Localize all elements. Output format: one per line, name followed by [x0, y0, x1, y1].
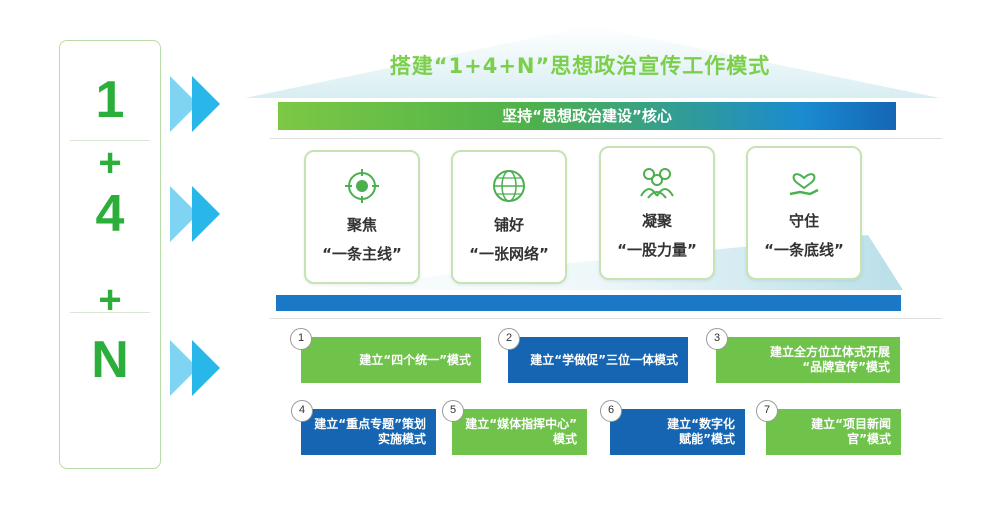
model-number: 4 [291, 400, 313, 422]
model-label: 建立“重点专题”策划实施模式 [314, 417, 426, 446]
label-n: N [91, 331, 129, 389]
main-title: 搭建“1+4+N”思想政治宣传工作模式 [389, 54, 771, 78]
double-chevron-icon [168, 76, 230, 132]
pillar-card: 铺好 “一张网络” [451, 150, 567, 284]
model-number: 7 [756, 400, 778, 422]
left-panel [59, 40, 161, 469]
model-box: 建立“媒体指挥中心”模式 [452, 409, 587, 455]
double-chevron-icon [168, 186, 230, 242]
model-number: 5 [442, 400, 464, 422]
model-box: 建立“四个统一”模式 [301, 337, 481, 383]
model-label: 建立“项目新闻官”模式 [811, 417, 891, 446]
model-number: 3 [706, 328, 728, 350]
model-number: 6 [600, 400, 622, 422]
model-box: 建立“学做促”三位一体模式 [508, 337, 688, 383]
pillar-verb: 聚焦 [346, 216, 377, 234]
target-icon [306, 168, 418, 204]
label-one: 1 [95, 71, 125, 129]
pillar-card: 守住 “一条底线” [746, 146, 862, 280]
model-label: 建立“四个统一”模式 [359, 352, 471, 367]
divider [270, 138, 942, 139]
double-chevron-icon [168, 340, 230, 396]
model-label: 建立“数字化赋能”模式 [667, 417, 735, 446]
pillar-object: “一条主线” [322, 245, 402, 263]
model-box: 建立“重点专题”策划实施模式 [301, 409, 436, 455]
pillar-verb: 凝聚 [641, 212, 672, 230]
model-box: 建立全方位立体式开展“品牌宣传”模式 [716, 337, 900, 383]
divider [70, 140, 150, 141]
divider [270, 318, 942, 319]
model-label: 建立“媒体指挥中心”模式 [465, 417, 577, 446]
people-group-icon [601, 164, 713, 200]
plus-sign: + [98, 141, 122, 185]
pillar-base-bar [276, 295, 901, 311]
divider [70, 312, 150, 313]
pillar-verb: 守住 [788, 212, 819, 230]
hand-heart-icon [748, 164, 860, 200]
label-four: 4 [95, 185, 125, 243]
model-box: 建立“项目新闻官”模式 [766, 409, 901, 455]
pillar-verb: 铺好 [493, 216, 524, 234]
model-label: 建立“学做促”三位一体模式 [530, 352, 678, 367]
model-number: 1 [290, 328, 312, 350]
core-banner: 坚持“思想政治建设”核心 [278, 102, 896, 130]
pillar-object: “一张网络” [469, 245, 549, 263]
globe-network-icon [453, 168, 565, 204]
model-number: 2 [498, 328, 520, 350]
roof-shape [245, 22, 940, 100]
pillar-object: “一股力量” [617, 241, 697, 259]
pillar-card: 聚焦 “一条主线” [304, 150, 420, 284]
pillar-card: 凝聚 “一股力量” [599, 146, 715, 280]
plus-sign: + [98, 278, 122, 322]
model-label: 建立全方位立体式开展“品牌宣传”模式 [769, 345, 890, 374]
model-box: 建立“数字化赋能”模式 [610, 409, 745, 455]
pillar-object: “一条底线” [764, 241, 844, 259]
